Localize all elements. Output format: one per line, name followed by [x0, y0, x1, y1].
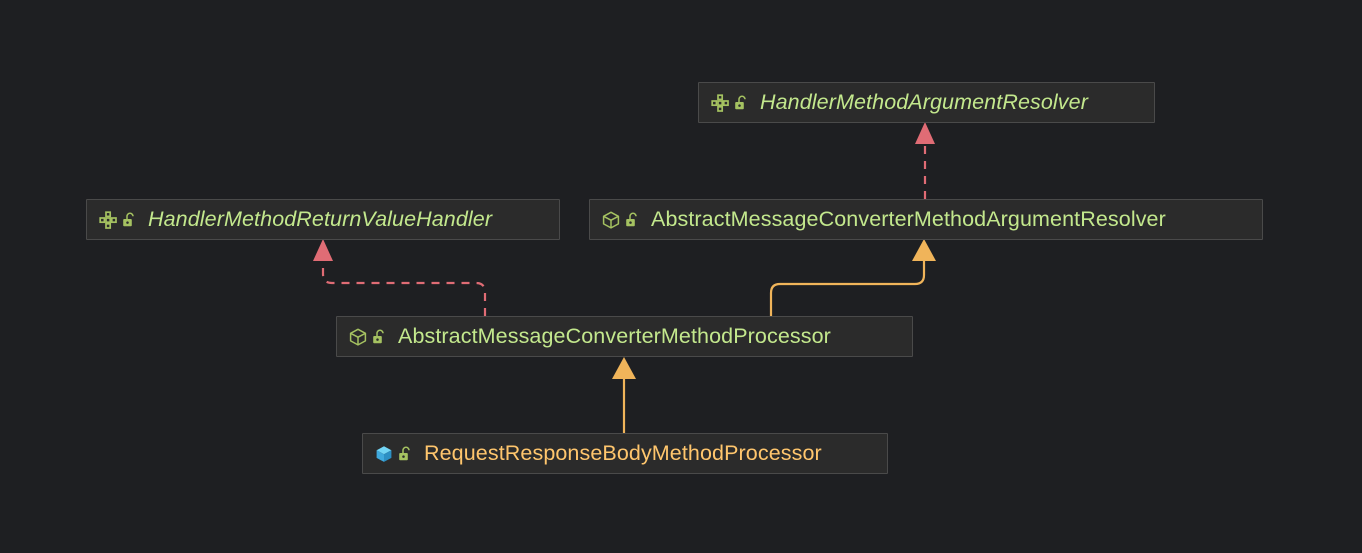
- class-node-label: RequestResponseBodyMethodProcessor: [424, 440, 822, 465]
- abstract-class-cube-icon: [348, 327, 368, 347]
- class-node-abstract-message-converter-method-argument-resolver[interactable]: AbstractMessageConverterMethodArgumentRe…: [589, 199, 1263, 240]
- abstract-class-cube-icon: [601, 210, 621, 230]
- unlocked-padlock-icon: [122, 212, 136, 228]
- class-node-request-response-body-method-processor[interactable]: RequestResponseBodyMethodProcessor: [362, 433, 888, 474]
- unlocked-padlock-icon: [372, 329, 386, 345]
- generalization-line: [769, 257, 926, 316]
- class-node-handler-method-argument-resolver[interactable]: HandlerMethodArgumentResolver: [698, 82, 1155, 123]
- class-node-abstract-message-converter-method-processor[interactable]: AbstractMessageConverterMethodProcessor: [336, 316, 913, 357]
- edge-amcmp-extends-amcmar: [769, 239, 936, 316]
- edge-amcmp-implements-hmrvh: [313, 239, 487, 316]
- class-node-label: HandlerMethodReturnValueHandler: [148, 206, 493, 231]
- class-node-label: AbstractMessageConverterMethodProcessor: [398, 323, 831, 348]
- interface-icon: [710, 93, 730, 113]
- generalization-arrowhead: [612, 357, 636, 379]
- edge-rrbmp-extends-amcmp: [612, 357, 636, 433]
- realization-line: [321, 257, 487, 316]
- class-node-label: HandlerMethodArgumentResolver: [760, 89, 1088, 114]
- realization-arrowhead: [915, 122, 935, 144]
- unlocked-padlock-icon: [734, 95, 748, 111]
- unlocked-padlock-icon: [398, 446, 412, 462]
- class-cube-icon: [374, 444, 394, 464]
- class-node-handler-method-return-value-handler[interactable]: HandlerMethodReturnValueHandler: [86, 199, 560, 240]
- interface-icon: [98, 210, 118, 230]
- realization-arrowhead: [313, 239, 333, 261]
- class-node-label: AbstractMessageConverterMethodArgumentRe…: [651, 206, 1166, 231]
- edge-amcmar-implements-hmar: [915, 122, 935, 199]
- unlocked-padlock-icon: [625, 212, 639, 228]
- generalization-arrowhead: [912, 239, 936, 261]
